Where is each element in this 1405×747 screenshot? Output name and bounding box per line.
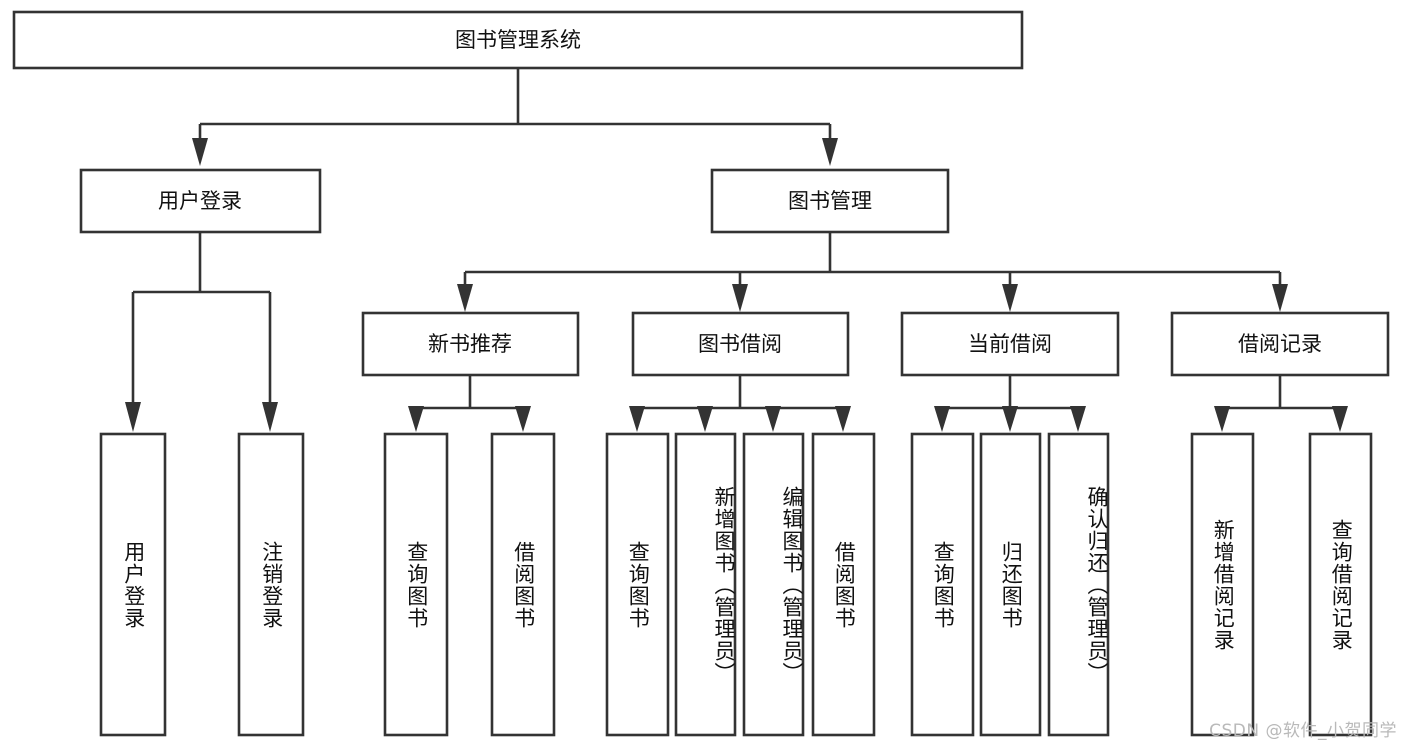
node-user-login[interactable]: 用户登录 <box>79 168 322 234</box>
node-current-borrow-label: 当前借阅 <box>968 332 1052 356</box>
node-new-book-recommend[interactable]: 新书推荐 <box>361 311 580 377</box>
node-book-manage-box[interactable] <box>710 168 950 234</box>
node-current-borrow[interactable]: 当前借阅 <box>900 311 1120 377</box>
node-book-borrow[interactable]: 图书借阅 <box>631 311 850 377</box>
node-leaf-query-record-box[interactable] <box>1308 432 1373 737</box>
node-leaf-confirm-return-box[interactable] <box>1047 432 1110 737</box>
node-user-login-box[interactable] <box>79 168 322 234</box>
node-root-box[interactable] <box>12 10 1024 70</box>
arrow-head-leaf-confirm-return <box>1070 406 1086 432</box>
connector-group-book-borrow <box>629 375 851 432</box>
node-leaf-user-login-box[interactable] <box>99 432 167 737</box>
node-current-borrow-box[interactable] <box>900 311 1120 377</box>
connector-group-borrow-record <box>1214 375 1348 432</box>
node-book-manage-label: 图书管理 <box>788 189 872 213</box>
arrow-head-leaf-add-book <box>697 406 713 432</box>
node-leaf-return-book-box[interactable] <box>979 432 1042 737</box>
arrow-head-leaf-user-logout <box>262 402 278 432</box>
connector-group-root <box>192 68 838 166</box>
arrow-head-book-manage <box>822 138 838 166</box>
node-leaf-add-book-box[interactable] <box>674 432 737 737</box>
arrow-head-borrow-record <box>1272 284 1288 312</box>
node-root-label: 图书管理系统 <box>455 28 581 52</box>
node-new-book-recommend-label: 新书推荐 <box>428 332 512 356</box>
node-leaf-query-book-3-box[interactable] <box>910 432 975 737</box>
connector-group-user-login <box>125 232 278 432</box>
node-book-borrow-label: 图书借阅 <box>698 332 782 356</box>
connector-group-new-book-recommend <box>408 375 531 432</box>
arrow-head-leaf-borrow-book-1 <box>515 406 531 432</box>
arrow-head-leaf-query-book-2 <box>629 406 645 432</box>
node-user-login-label: 用户登录 <box>158 189 242 213</box>
arrow-head-leaf-add-record <box>1214 406 1230 432</box>
node-borrow-record[interactable]: 借阅记录 <box>1170 311 1390 377</box>
arrow-head-new-book-recommend <box>457 284 473 312</box>
arrow-head-leaf-borrow-book-2 <box>835 406 851 432</box>
arrow-head-leaf-user-login <box>125 402 141 432</box>
node-leaf-query-book-2-box[interactable] <box>605 432 670 737</box>
node-borrow-record-label: 借阅记录 <box>1238 332 1322 356</box>
node-leaf-borrow-book-2-box[interactable] <box>811 432 876 737</box>
arrow-head-current-borrow <box>1002 284 1018 312</box>
arrow-head-leaf-edit-book <box>765 406 781 432</box>
csdn-watermark: CSDN @软件_小贺同学 <box>1209 721 1397 741</box>
node-leaf-add-record-box[interactable] <box>1190 432 1255 737</box>
node-leaf-borrow-book-1-box[interactable] <box>490 432 556 737</box>
node-book-manage[interactable]: 图书管理 <box>710 168 950 234</box>
arrow-head-leaf-return-book <box>1002 406 1018 432</box>
node-borrow-record-box[interactable] <box>1170 311 1390 377</box>
leaf-boxes <box>99 432 1373 737</box>
arrow-head-leaf-query-record <box>1332 406 1348 432</box>
arrow-head-book-borrow <box>732 284 748 312</box>
node-book-borrow-box[interactable] <box>631 311 850 377</box>
connector-group-current-borrow <box>934 375 1086 432</box>
node-new-book-recommend-box[interactable] <box>361 311 580 377</box>
connector-group-book-manage <box>457 232 1288 312</box>
node-root[interactable]: 图书管理系统 <box>12 10 1024 70</box>
arrow-head-leaf-query-book-3 <box>934 406 950 432</box>
arrow-head-leaf-query-book-1 <box>408 406 424 432</box>
node-leaf-query-book-1-box[interactable] <box>383 432 449 737</box>
node-leaf-user-logout-box[interactable] <box>237 432 305 737</box>
node-leaf-edit-book-box[interactable] <box>742 432 805 737</box>
arrow-head-user-login <box>192 138 208 166</box>
